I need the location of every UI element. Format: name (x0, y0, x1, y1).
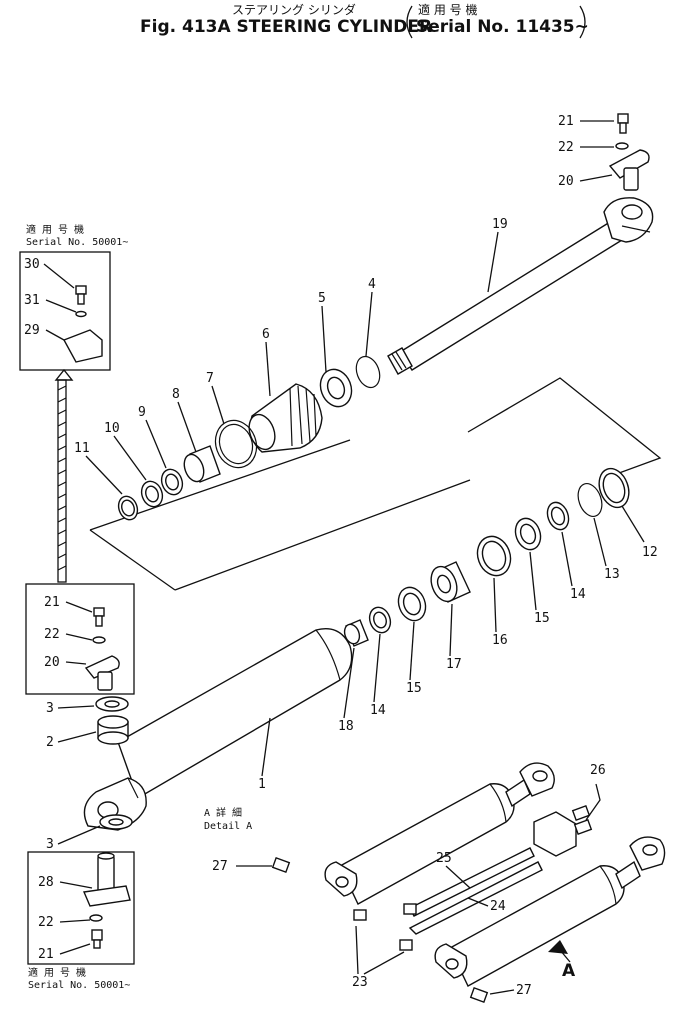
inset-mid-label-22: 22 (44, 627, 60, 642)
callout-19: 19 (492, 217, 508, 232)
reference-arrow (54, 368, 74, 583)
callout-9: 9 (138, 405, 146, 420)
callout-5: 5 (318, 291, 326, 306)
callout-22-top: 22 (558, 140, 574, 155)
detail-en: Detail A (204, 821, 252, 832)
fitting-27-lower (469, 987, 489, 1003)
inset-bottom-footer: Serial No. 50001~ (28, 980, 130, 991)
callout-6: 6 (262, 327, 270, 342)
callout-15b: 15 (406, 681, 422, 696)
callout-21-top: 21 (558, 114, 574, 129)
callout-1: 1 (258, 777, 266, 792)
callout-17: 17 (446, 657, 462, 672)
callout-7: 7 (206, 371, 214, 386)
inset-top-parts (63, 285, 103, 363)
inset-mid-parts (84, 607, 120, 691)
nut-18 (343, 619, 369, 647)
title-serial-jp: 適 用 号 機 (418, 2, 477, 17)
callout-26: 26 (590, 763, 606, 778)
inset-mid-label-21: 21 (44, 595, 60, 610)
title-en: Fig. 413A STEERING CYLINDER (140, 17, 432, 37)
inset-bottom-label-22: 22 (38, 915, 54, 930)
callout-27a: 27 (212, 859, 228, 874)
bushing-5 (319, 368, 353, 408)
inset-bottom-parts (82, 852, 131, 949)
callout-27b: 27 (516, 983, 532, 998)
fitting-27-upper (271, 857, 291, 873)
inset-top-label-30: 30 (24, 257, 40, 272)
piston-rod (387, 197, 654, 375)
pin-plate (608, 149, 650, 179)
bolt-head (617, 113, 629, 124)
bushing-8 (183, 445, 221, 483)
callout-18: 18 (338, 719, 354, 734)
title-paren-right (579, 5, 586, 39)
inset-bottom-box (27, 851, 135, 965)
inset-bottom-label-21: 21 (38, 947, 54, 962)
callout-3a: 3 (46, 701, 54, 716)
callout-16: 16 (492, 633, 508, 648)
callout-8: 8 (172, 387, 180, 402)
piston-seal-16 (476, 535, 512, 577)
assembly-frame-lines (89, 377, 662, 591)
inset-top-label-31: 31 (24, 293, 40, 308)
top-pin-assembly (608, 113, 650, 191)
view-arrow-a (548, 940, 571, 963)
piston-17 (430, 561, 471, 603)
callout-24: 24 (490, 899, 506, 914)
inset-top-box (19, 251, 111, 371)
view-label-a: A (562, 961, 576, 981)
bushing-2 (97, 715, 129, 745)
pin-body (623, 167, 639, 191)
callout-14b: 14 (370, 703, 386, 718)
callout-23: 23 (352, 975, 368, 990)
callout-15a: 15 (534, 611, 550, 626)
callout-2: 2 (46, 735, 54, 750)
washer (615, 142, 629, 150)
callout-25: 25 (436, 851, 452, 866)
o-ring-7 (214, 419, 258, 469)
callout-10: 10 (104, 421, 120, 436)
inset-mid-box (25, 583, 135, 695)
inset-top-label-29: 29 (24, 323, 40, 338)
inset-bottom-footer-jp: 適 用 号 機 (28, 966, 86, 979)
callout-3b: 3 (46, 837, 54, 852)
title-paren-left (406, 5, 413, 39)
inset-top-header: Serial No. 50001~ (26, 237, 128, 248)
o-ring-13 (577, 482, 603, 518)
bolt-shank (619, 122, 627, 134)
title-serial: Serial No. 11435~ (416, 17, 589, 37)
detail-hoses (353, 805, 593, 951)
callout-14a: 14 (570, 587, 586, 602)
callout-13: 13 (604, 567, 620, 582)
detail-cylinder-upper (324, 762, 555, 905)
inset-top-header-jp: 適 用 号 機 (26, 223, 84, 236)
title-jp: ステアリング シリンダ (232, 2, 356, 17)
callout-20-top: 20 (558, 174, 574, 189)
callout-12: 12 (642, 545, 658, 560)
detail-cylinder-lower (434, 836, 666, 987)
inset-mid-label-20: 20 (44, 655, 60, 670)
callout-11: 11 (74, 441, 90, 456)
inset-bottom-label-28: 28 (38, 875, 54, 890)
cylinder-tube-1 (83, 628, 353, 831)
callout-4: 4 (368, 277, 376, 292)
detail-jp: A 詳 細 (204, 806, 242, 819)
snap-ring-4 (355, 355, 381, 389)
